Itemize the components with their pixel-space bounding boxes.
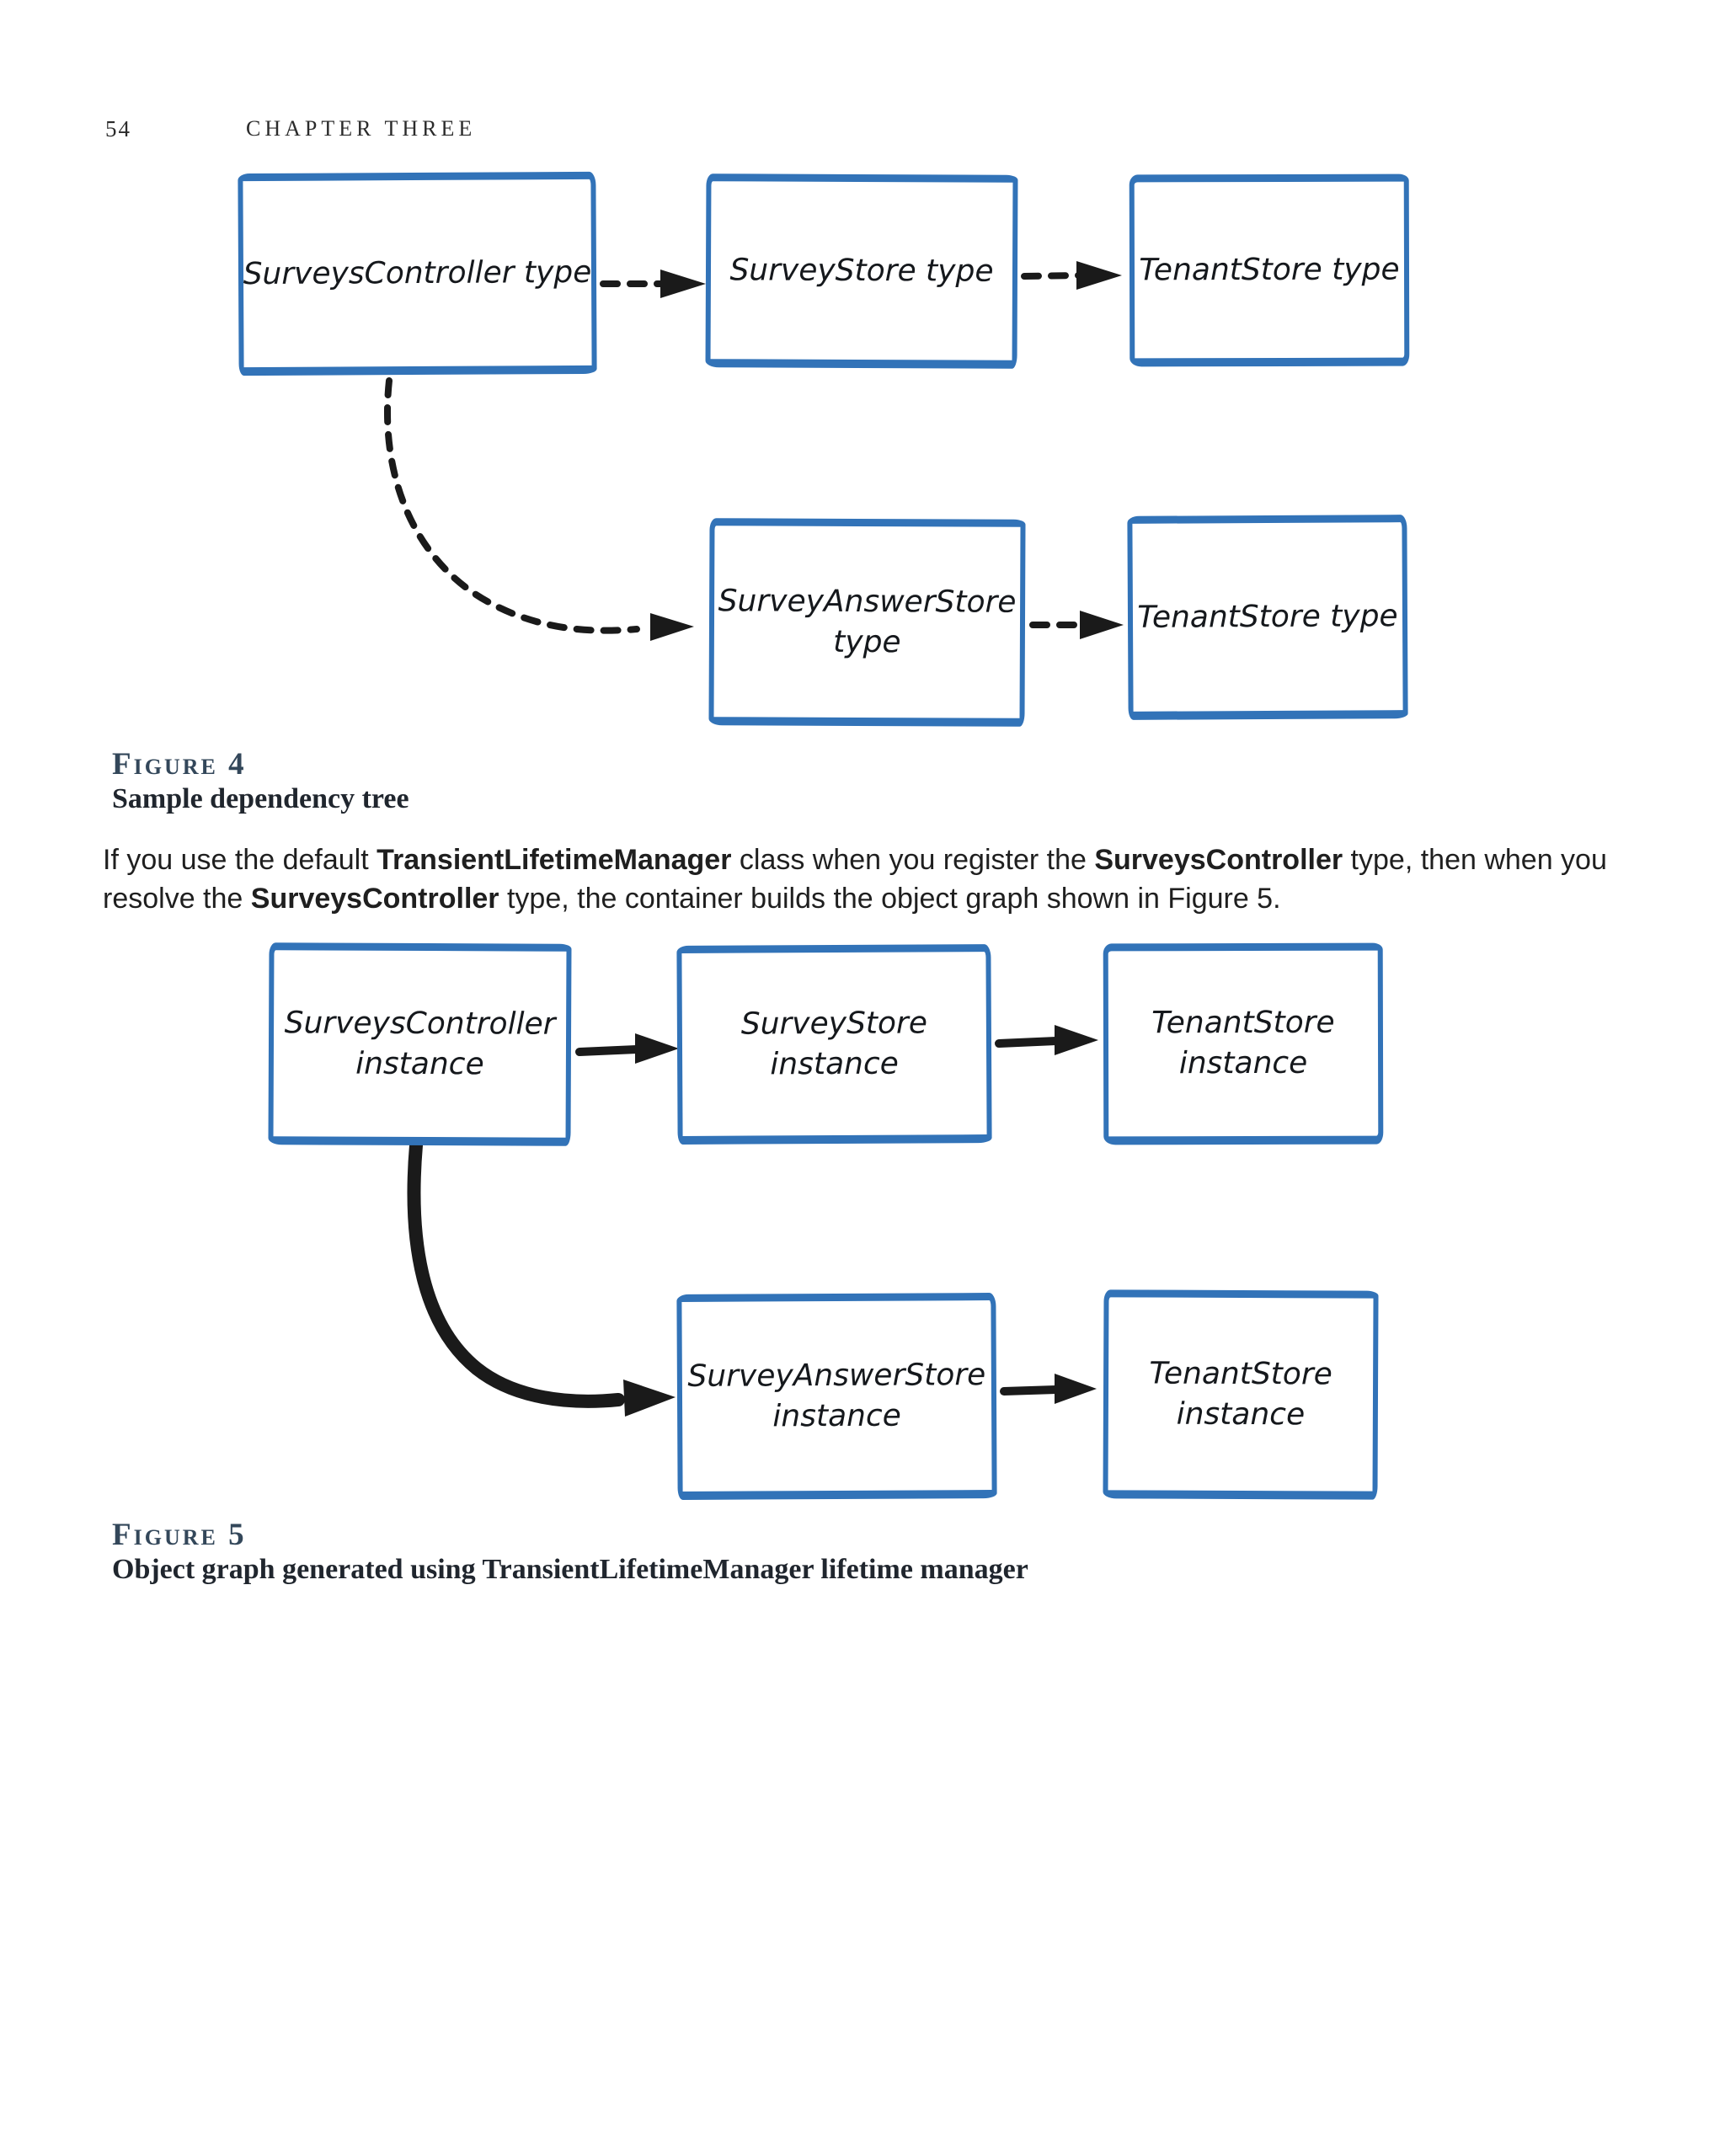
chapter-title: CHAPTER THREE <box>246 116 477 141</box>
fig4-box-tenantstore-type-bottom: TenantStore type <box>1127 515 1408 720</box>
fig5-box-tenantstore-instance-bottom: TenantStore instance <box>1103 1289 1379 1500</box>
fig4-arrow-surveystore-to-tenantstore <box>1021 261 1122 290</box>
figure4-label: Figure 4 <box>112 747 247 782</box>
box-label: SurveyStore instance <box>740 1006 928 1081</box>
fig5-box-surveyanswerstore-instance: SurveyAnswerStore instance <box>676 1293 997 1500</box>
box-label: TenantStore type <box>1137 598 1398 635</box>
fig4-curved-arrow-surveyscontroller-to-surveyanswerstore <box>383 377 694 641</box>
box-label: TenantStore instance <box>1151 1006 1335 1081</box>
fig5-arrow-surveyanswerstore-to-tenantstore <box>1000 1374 1097 1404</box>
box-label: SurveysController instance <box>284 1006 556 1081</box>
fig4-arrow-surveyanswerstore-to-tenantstore <box>1029 611 1124 639</box>
box-label: SurveyAnswerStore instance <box>687 1358 986 1433</box>
box-label: TenantStore type <box>1139 252 1400 288</box>
figure5-label: Figure 5 <box>112 1518 247 1552</box>
fig4-arrow-surveyscontroller-to-surveystore <box>600 270 706 298</box>
box-label: SurveyAnswerStore type <box>718 584 1017 659</box>
fig4-box-surveyanswerstore-type: SurveyAnswerStore type <box>708 518 1026 727</box>
figure4-caption: Sample dependency tree <box>112 783 409 814</box>
fig4-box-surveystore-type: SurveyStore type <box>705 173 1018 369</box>
fig5-arrow-surveyscontroller-to-surveystore <box>575 1033 679 1064</box>
fig5-arrow-surveystore-to-tenantstore <box>995 1025 1098 1055</box>
fig5-curved-arrow-surveyscontroller-to-surveyanswerstore <box>407 1139 676 1417</box>
figure5-caption: Object graph generated using TransientLi… <box>112 1554 1028 1585</box>
fig4-box-tenantstore-type-top: TenantStore type <box>1129 173 1410 367</box>
box-label: TenantStore instance <box>1149 1356 1332 1432</box>
fig5-box-surveystore-instance: SurveyStore instance <box>676 944 992 1145</box>
body-paragraph: If you use the default TransientLifetime… <box>103 844 1607 915</box>
fig5-box-tenantstore-instance-top: TenantStore instance <box>1103 942 1384 1145</box>
box-label: SurveyStore type <box>729 253 994 289</box>
fig5-box-surveyscontroller-instance: SurveysController instance <box>268 942 572 1146</box>
box-label: SurveysController type <box>243 254 592 291</box>
fig4-box-surveyscontroller-type: SurveysController type <box>238 171 597 376</box>
page-number: 54 <box>105 116 131 141</box>
